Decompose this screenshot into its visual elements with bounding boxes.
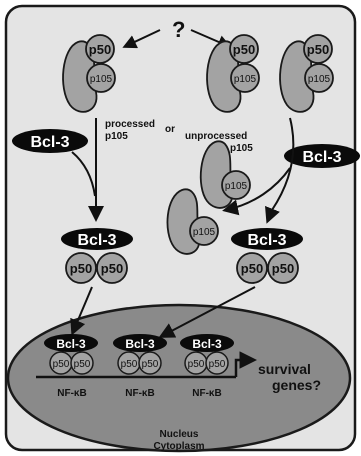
bcl3-oval	[12, 129, 88, 153]
arrow-import-right	[158, 286, 256, 338]
arrow-question-left	[122, 29, 161, 49]
bcl3-label: Bcl-3	[30, 134, 69, 151]
p105-label: p105	[193, 227, 216, 238]
p50-label: p50	[121, 359, 138, 370]
p50-label: p50	[142, 359, 159, 370]
p50-label: p50	[70, 261, 92, 276]
bcl3-oval	[61, 228, 133, 250]
bcl3-oval	[44, 334, 98, 352]
complex-p50-p105-top-left: p50 p105	[62, 34, 116, 113]
p50-label: p50	[233, 42, 255, 57]
complex-bcl3-p50-homodimer-left: Bcl-3 p50 p50	[61, 228, 133, 284]
nfkb-site-label: NF-κB	[125, 388, 154, 399]
transcription-start-arrow	[234, 351, 257, 377]
p50-circle	[85, 34, 115, 64]
p105-unprocessed-lower: p105	[166, 188, 219, 255]
p105-label: p105	[234, 74, 257, 85]
p50-label: p50	[272, 261, 294, 276]
p50-label: p50	[241, 261, 263, 276]
complex-p50-p105-top-middle: p50 p105	[206, 34, 260, 113]
p50-circle	[65, 252, 97, 284]
complex-bcl3-p50-homodimer-right: Bcl-3 p50 p50	[231, 228, 303, 284]
arrow-release-p105	[222, 167, 291, 216]
p105-label: p105	[308, 74, 331, 85]
bcl3-label: Bcl-3	[77, 232, 116, 249]
question-mark: ?	[172, 17, 185, 42]
p50-circle	[267, 252, 299, 284]
bcl3-free-right: Bcl-3	[284, 144, 360, 168]
arrow-bcl3-join-left	[71, 151, 96, 197]
p50-label: p50	[74, 359, 91, 370]
p50-circle	[236, 252, 268, 284]
unprocessed-label: unprocessed	[185, 131, 247, 142]
p105-c-shape	[279, 40, 315, 113]
arrow-unprocessed-down	[265, 117, 295, 224]
or-label: or	[165, 124, 175, 135]
survival-genes-label-line1: survival	[258, 361, 311, 377]
processed-p105-label: p105	[105, 131, 128, 142]
bcl3-label: Bcl-3	[247, 232, 286, 249]
p50-label: p50	[307, 42, 329, 57]
complex-p50-p105-top-right: p50 p105	[279, 34, 334, 113]
p105-circle	[189, 216, 219, 246]
p105-circle	[304, 63, 334, 93]
p105-circle	[86, 63, 116, 93]
p50-circle	[303, 34, 333, 64]
nfkb-site-label: NF-κB	[192, 388, 221, 399]
bcl3-oval	[113, 334, 167, 352]
bcl3-oval	[180, 334, 234, 352]
bcl3-label: Bcl-3	[56, 337, 86, 351]
bcl3-free-left: Bcl-3	[12, 129, 88, 153]
p105-label: p105	[90, 74, 113, 85]
bcl3-label: Bcl-3	[192, 337, 222, 351]
p50-circle	[138, 351, 162, 375]
nuclear-complex-2: Bcl-3 p50 p50 NF-κB	[113, 334, 167, 399]
p105-circle	[230, 63, 260, 93]
unprocessed-p105-label: p105	[230, 143, 253, 154]
processed-label: processed	[105, 119, 155, 130]
p50-label: p50	[89, 42, 111, 57]
bcl3-label: Bcl-3	[302, 149, 341, 166]
p105-label: p105	[225, 181, 248, 192]
nfkb-site-label: NF-κB	[57, 388, 86, 399]
nuclear-complex-1: Bcl-3 p50 p50 NF-κB	[44, 334, 98, 399]
p50-label: p50	[101, 261, 123, 276]
p105-circle	[221, 170, 251, 200]
nucleus-label: Nucleus	[160, 429, 199, 440]
p50-label: p50	[209, 359, 226, 370]
p50-label: p50	[53, 359, 70, 370]
p50-circle	[205, 351, 229, 375]
nuclear-complex-3: Bcl-3 p50 p50 NF-κB	[180, 334, 234, 399]
p50-circle	[96, 252, 128, 284]
bcl3-oval	[284, 144, 360, 168]
p50-circle	[70, 351, 94, 375]
p105-unprocessed-upper: p105	[199, 140, 251, 209]
cytoplasm-label: Cytoplasm	[153, 441, 204, 452]
p50-circle	[229, 34, 259, 64]
p50-label: p50	[188, 359, 205, 370]
bcl3-label: Bcl-3	[125, 337, 155, 351]
bcl3-oval	[231, 228, 303, 250]
survival-genes-label-line2: genes?	[272, 377, 321, 393]
arrow-import-left	[70, 286, 93, 336]
